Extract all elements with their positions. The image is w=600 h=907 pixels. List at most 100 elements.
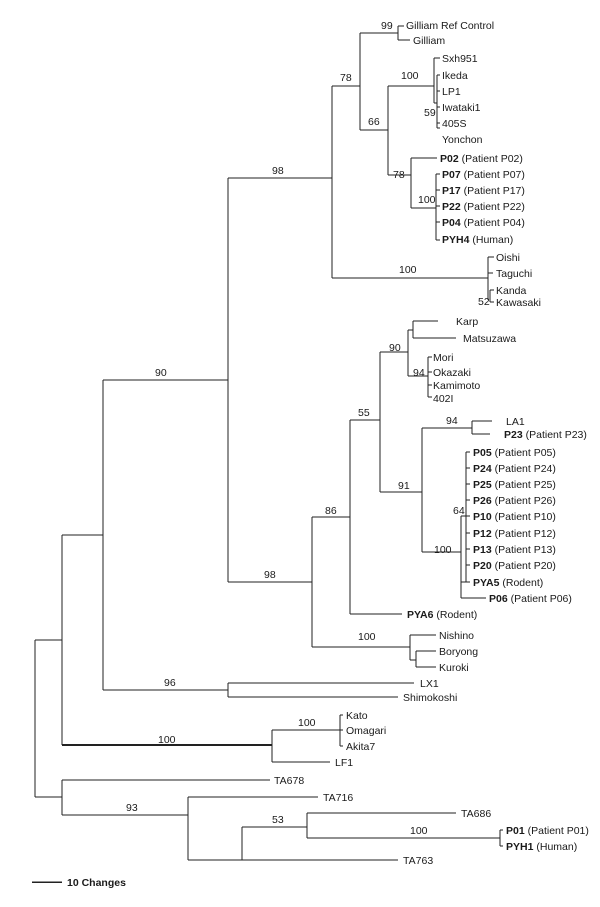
taxon-label-p10: P10 (Patient P10) <box>473 511 556 523</box>
strain-id: P07 <box>442 169 461 181</box>
taxon-label-p01: P01 (Patient P01) <box>506 825 589 837</box>
bootstrap-label: 86 <box>325 505 337 517</box>
strain-id: P06 <box>489 593 508 605</box>
strain-id: P01 <box>506 825 525 837</box>
strain-source: (Patient P23) <box>526 429 587 441</box>
strain-id: P20 <box>473 560 492 572</box>
scale-bar: 10 Changes <box>32 877 126 889</box>
bootstrap-label: 90 <box>155 367 167 379</box>
taxon-label: Nishino <box>439 630 474 642</box>
strain-source: (Patient P13) <box>495 544 556 556</box>
strain-source: (Patient P25) <box>495 479 556 491</box>
bootstrap-label: 53 <box>272 814 284 826</box>
bootstrap-label: 96 <box>164 677 176 689</box>
strain-id: P02 <box>440 153 459 165</box>
bootstrap-label: 100 <box>434 544 452 556</box>
strain-id: PYH4 <box>442 234 470 246</box>
taxon-label-p22: P22 (Patient P22) <box>442 201 525 213</box>
bootstrap-label: 64 <box>453 505 465 517</box>
strain-source: (Human) <box>472 234 513 246</box>
taxon-label: Oishi <box>496 252 520 264</box>
strain-source: (Patient P10) <box>495 511 556 523</box>
taxon-label: LP1 <box>442 86 461 98</box>
bootstrap-label: 78 <box>340 72 352 84</box>
strain-source: (Rodent) <box>436 609 477 621</box>
taxon-label: Gilliam <box>413 35 445 47</box>
taxon-label-p25: P25 (Patient P25) <box>473 479 556 491</box>
bootstrap-label: 66 <box>368 116 380 128</box>
taxon-label: Ikeda <box>442 70 468 82</box>
strain-id: P25 <box>473 479 492 491</box>
taxon-labels: Gilliam Ref Control Gilliam Sxh951 Ikeda… <box>274 20 589 867</box>
strain-id: PYA6 <box>407 609 434 621</box>
taxon-label: Kanda <box>496 285 527 297</box>
strain-id: P10 <box>473 511 492 523</box>
taxon-label: Omagari <box>346 725 386 737</box>
taxon-label: Kawasaki <box>496 297 541 309</box>
bootstrap-label: 100 <box>158 734 176 746</box>
taxon-label: Shimokoshi <box>403 692 457 704</box>
taxon-label-pyh1: PYH1 (Human) <box>506 841 577 853</box>
bootstrap-label: 100 <box>410 825 428 837</box>
taxon-label: 405S <box>442 118 467 130</box>
taxon-label-pya6: PYA6 (Rodent) <box>407 609 477 621</box>
strain-source: (Patient P22) <box>464 201 525 213</box>
tree-branches <box>34 25 503 861</box>
strain-source: (Patient P24) <box>495 463 556 475</box>
strain-source: (Patient P07) <box>464 169 525 181</box>
taxon-label: Okazaki <box>433 367 471 379</box>
taxon-label-p23: P23 (Patient P23) <box>504 429 587 441</box>
taxon-label: Kamimoto <box>433 380 480 392</box>
strain-source: (Human) <box>536 841 577 853</box>
strain-source: (Patient P02) <box>462 153 523 165</box>
taxon-label: Akita7 <box>346 741 375 753</box>
taxon-label: Iwataki1 <box>442 102 481 114</box>
strain-id: P05 <box>473 447 492 459</box>
strain-id: P24 <box>473 463 492 475</box>
bootstrap-label: 100 <box>401 70 419 82</box>
strain-id: P26 <box>473 495 492 507</box>
bootstrap-label: 100 <box>399 264 417 276</box>
strain-id: P17 <box>442 185 461 197</box>
taxon-label-p26: P26 (Patient P26) <box>473 495 556 507</box>
taxon-label: TA686 <box>461 808 491 820</box>
strain-source: (Patient P12) <box>495 528 556 540</box>
bootstrap-label: 91 <box>398 480 410 492</box>
strain-source: (Patient P26) <box>495 495 556 507</box>
bootstrap-label: 93 <box>126 802 138 814</box>
strain-source: (Patient P04) <box>464 217 525 229</box>
taxon-label-p24: P24 (Patient P24) <box>473 463 556 475</box>
taxon-label: LA1 <box>506 416 525 428</box>
bootstrap-label: 90 <box>389 342 401 354</box>
taxon-label-p05: P05 (Patient P05) <box>473 447 556 459</box>
taxon-label: Boryong <box>439 646 478 658</box>
strain-source: (Patient P06) <box>511 593 572 605</box>
strain-id: PYH1 <box>506 841 534 853</box>
strain-source: (Patient P05) <box>495 447 556 459</box>
bootstrap-label: 98 <box>264 569 276 581</box>
taxon-label-pyh4: PYH4 (Human) <box>442 234 513 246</box>
bootstrap-values: 90 98 78 99 66 100 59 78 100 100 52 55 9… <box>126 20 490 837</box>
taxon-label: Karp <box>456 316 478 328</box>
taxon-label: TA763 <box>403 855 433 867</box>
taxon-label-p02: P02 (Patient P02) <box>440 153 523 165</box>
strain-source: (Patient P17) <box>464 185 525 197</box>
taxon-label: 402I <box>433 393 453 405</box>
bootstrap-label: 59 <box>424 107 436 119</box>
taxon-label: LX1 <box>420 678 439 690</box>
bootstrap-label: 100 <box>418 194 436 206</box>
bootstrap-label: 99 <box>381 20 393 32</box>
taxon-label-p12: P12 (Patient P12) <box>473 528 556 540</box>
taxon-label: Yonchon <box>442 134 483 146</box>
taxon-label-p07: P07 (Patient P07) <box>442 169 525 181</box>
taxon-label-p20: P20 (Patient P20) <box>473 560 556 572</box>
taxon-label: Sxh951 <box>442 53 478 65</box>
strain-id: PYA5 <box>473 577 500 589</box>
strain-source: (Patient P01) <box>528 825 589 837</box>
strain-source: (Patient P20) <box>495 560 556 572</box>
strain-id: P23 <box>504 429 523 441</box>
taxon-label: Taguchi <box>496 268 532 280</box>
taxon-label: TA716 <box>323 792 353 804</box>
taxon-label: Kato <box>346 710 368 722</box>
